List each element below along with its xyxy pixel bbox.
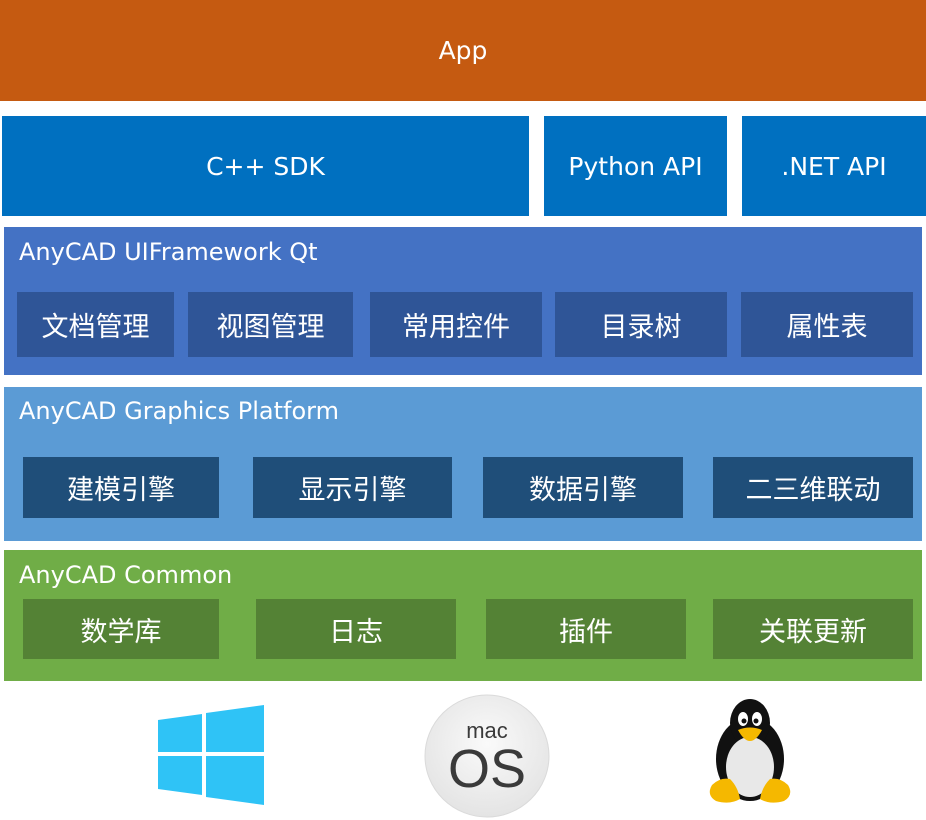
ui-framework-title: AnyCAD UIFramework Qt (19, 238, 318, 266)
linux-tux-icon (709, 699, 791, 803)
module-2d3d-linkage: 二三维联动 (713, 457, 913, 518)
macos-logo-icon: mac OS (424, 694, 550, 818)
module-logging: 日志 (256, 599, 456, 659)
common-title: AnyCAD Common (19, 561, 233, 589)
macos-text-os: OS (448, 739, 526, 799)
app-label: App (438, 36, 488, 65)
module-property-table: 属性表 (741, 292, 913, 357)
graphics-platform-title: AnyCAD Graphics Platform (19, 397, 339, 425)
module-display-engine: 显示引擎 (253, 457, 452, 518)
dotnet-api-label: .NET API (781, 151, 887, 181)
module-associative-update: 关联更新 (713, 599, 913, 659)
module-plugins: 插件 (486, 599, 686, 659)
windows-logo-icon (158, 705, 264, 805)
module-data-engine: 数据引擎 (483, 457, 683, 518)
app-layer: App (0, 0, 926, 101)
module-common-controls: 常用控件 (370, 292, 542, 357)
module-modeling-engine: 建模引擎 (23, 457, 219, 518)
module-catalog-tree: 目录树 (555, 292, 727, 357)
graphics-platform-layer: AnyCAD Graphics Platform 建模引擎 显示引擎 数据引擎 … (4, 387, 922, 541)
module-document-management: 文档管理 (17, 292, 174, 357)
module-math-library: 数学库 (23, 599, 219, 659)
python-api-box: Python API (544, 116, 727, 216)
module-view-management: 视图管理 (188, 292, 353, 357)
cpp-sdk-box: C++ SDK (2, 116, 529, 216)
python-api-label: Python API (568, 151, 703, 181)
cpp-sdk-label: C++ SDK (206, 151, 325, 181)
common-layer: AnyCAD Common 数学库 日志 插件 关联更新 (4, 550, 922, 681)
dotnet-api-box: .NET API (742, 116, 926, 216)
macos-text-mac: mac (466, 718, 508, 743)
ui-framework-layer: AnyCAD UIFramework Qt 文档管理 视图管理 常用控件 目录树… (4, 227, 922, 375)
